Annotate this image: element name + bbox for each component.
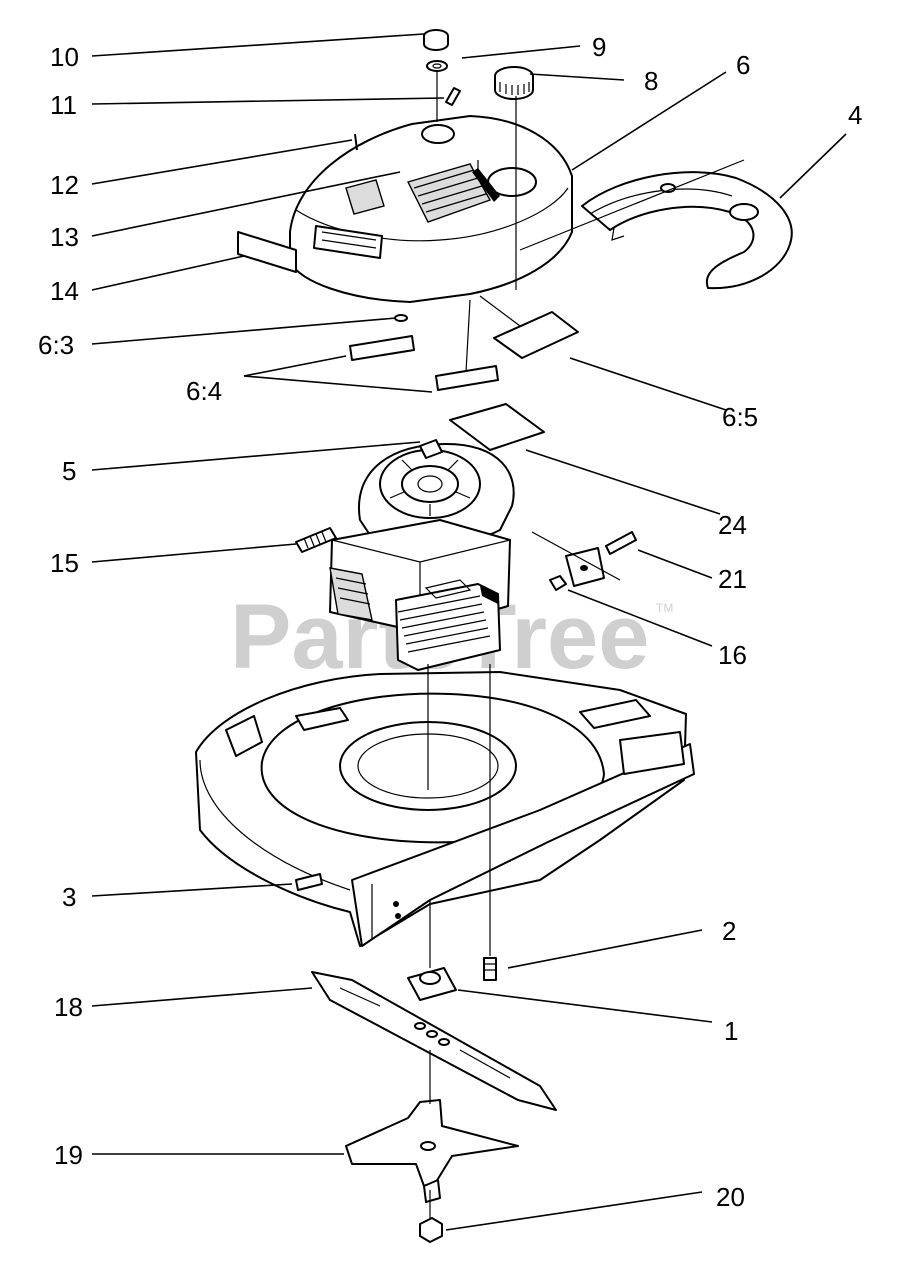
callout-14: 14 bbox=[50, 276, 79, 306]
callout-12: 12 bbox=[50, 170, 79, 200]
callout-6-3: 6:3 bbox=[38, 330, 74, 360]
part-15-spark-plug[interactable] bbox=[295, 527, 337, 553]
part-5-engine[interactable] bbox=[329, 439, 515, 671]
part-3-deck[interactable] bbox=[195, 671, 695, 947]
part-24-pad[interactable] bbox=[449, 403, 545, 451]
part-2-bolt[interactable] bbox=[483, 957, 497, 981]
callout-6-5: 6:5 bbox=[722, 402, 758, 432]
callout-11: 11 bbox=[50, 90, 77, 120]
callout-10: 10 bbox=[50, 42, 79, 72]
callout-3: 3 bbox=[62, 882, 76, 912]
part-12-pin[interactable] bbox=[354, 133, 358, 151]
callout-13: 13 bbox=[50, 222, 79, 252]
callout-1: 1 bbox=[724, 1016, 738, 1046]
callout-6-4: 6:4 bbox=[186, 376, 222, 406]
callout-4: 4 bbox=[848, 100, 862, 130]
part-6-shroud[interactable] bbox=[289, 115, 573, 303]
part-10-cap[interactable] bbox=[423, 29, 449, 51]
callout-2: 2 bbox=[722, 916, 736, 946]
part-4-deflector[interactable] bbox=[581, 171, 793, 290]
callout-5: 5 bbox=[62, 456, 76, 486]
leader-lines bbox=[91, 33, 847, 1231]
part-6-4-pad-b[interactable] bbox=[435, 365, 499, 391]
callout-6: 6 bbox=[736, 50, 750, 80]
part-1-adapter[interactable] bbox=[407, 967, 457, 1001]
part-16-nut[interactable] bbox=[549, 575, 567, 591]
callout-20: 20 bbox=[716, 1182, 745, 1212]
part-6-3-washer[interactable] bbox=[394, 314, 408, 322]
assembly-lines bbox=[427, 70, 745, 1218]
part-washer[interactable] bbox=[426, 60, 448, 72]
callout-16: 16 bbox=[718, 640, 747, 670]
callout-24: 24 bbox=[718, 510, 747, 540]
part-6-5-pad[interactable] bbox=[493, 311, 579, 359]
part-14-decal[interactable] bbox=[237, 231, 297, 273]
callout-19: 19 bbox=[54, 1140, 83, 1170]
callout-18: 18 bbox=[54, 992, 83, 1022]
callout-8: 8 bbox=[644, 66, 658, 96]
part-18-blade[interactable] bbox=[311, 971, 557, 1111]
part-19-stiffener[interactable] bbox=[345, 1099, 519, 1203]
callout-9: 9 bbox=[592, 32, 606, 62]
part-6-4-pad-a[interactable] bbox=[349, 335, 415, 361]
part-20-nut[interactable] bbox=[419, 1217, 443, 1243]
watermark-tm: TM bbox=[656, 601, 673, 615]
part-9-primer[interactable] bbox=[445, 87, 461, 106]
callout-15: 15 bbox=[50, 548, 79, 578]
callouts: 10 9 11 8 6 4 12 13 14 6:3 6:4 6:5 5 24 … bbox=[38, 32, 862, 1212]
part-8-fuel-cap[interactable] bbox=[494, 66, 534, 100]
callout-21: 21 bbox=[718, 564, 747, 594]
part-21-bracket[interactable] bbox=[531, 531, 637, 587]
